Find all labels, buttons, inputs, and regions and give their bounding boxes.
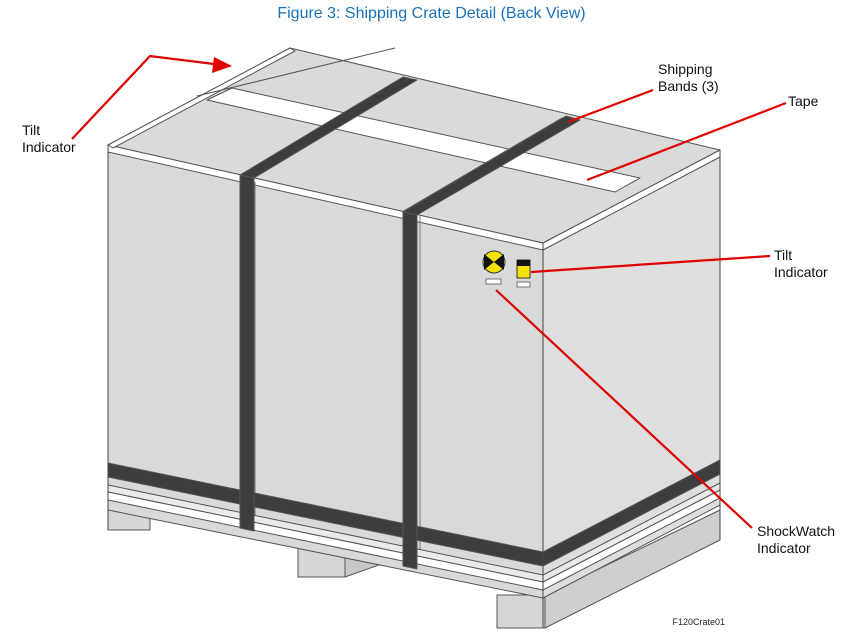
lid-rim-top-left [107,47,296,149]
callout-shipping-bands: Shipping Bands (3) [658,61,719,94]
shockwatch-indicator-icon [482,250,506,285]
callout-tape: Tape [788,93,819,109]
callout-line-tape [586,101,787,182]
shipping-band-2-top [402,115,581,216]
callout-arrowhead-tilt-top [212,57,232,73]
callout-shockwatch-indicator: ShockWatch Indicator [757,523,836,556]
shipping-band-1 [239,174,255,532]
callout-line-tilt-side [530,254,771,274]
pallet-skid-right [496,594,546,629]
figure-title: Figure 3: Shipping Crate Detail (Back Vi… [277,5,586,22]
shipping-band-1-top [239,76,418,179]
shipping-band-2 [402,211,418,570]
callout-line-shipping-bands [567,88,654,124]
figure-code: F120Crate01 [672,617,725,627]
tilt-indicator-icon [516,259,531,288]
tape-strip [206,87,641,193]
callout-tilt-indicator-top: Tilt Indicator [22,122,76,155]
callout-line-shockwatch [495,289,753,529]
callout-tilt-indicator-side: Tilt Indicator [774,247,828,280]
callout-line-tilt-top [71,54,231,140]
